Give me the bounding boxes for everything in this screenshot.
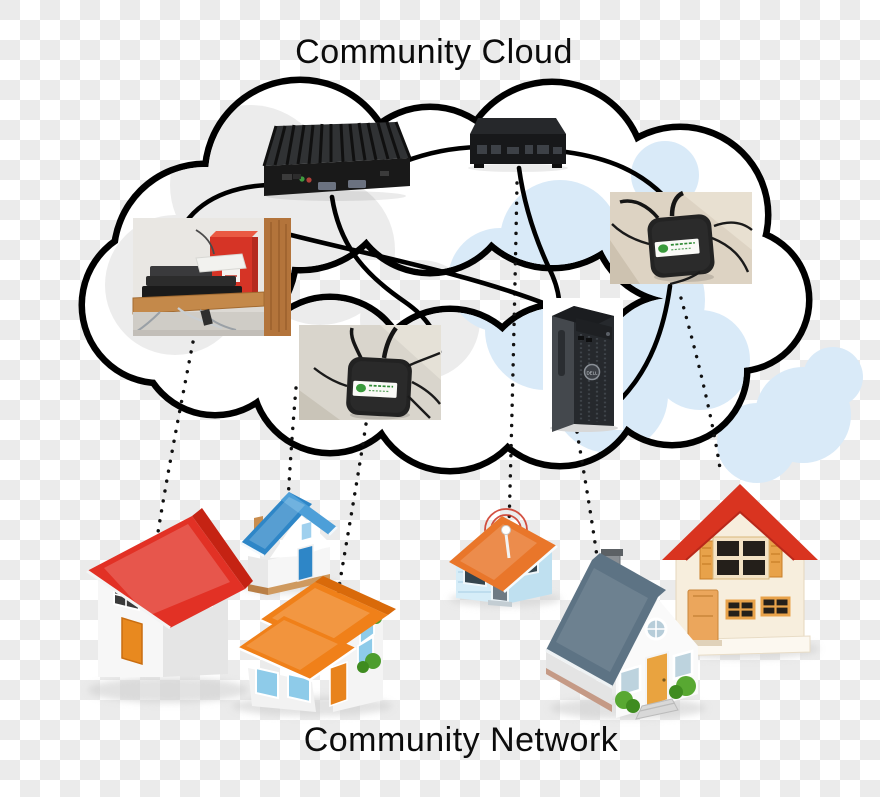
wifi-antenna-house	[449, 508, 561, 607]
antenna-ball	[501, 525, 511, 535]
link-appliance-right-router	[563, 149, 667, 199]
shrub	[365, 653, 381, 669]
sticker	[654, 238, 700, 258]
wireless-router-photo-right	[610, 190, 753, 286]
bush	[626, 699, 640, 713]
door	[121, 616, 143, 666]
community-cloud-title: Community Cloud	[295, 33, 573, 71]
dell-badge	[583, 363, 601, 381]
cables	[313, 351, 441, 419]
antennas	[349, 326, 398, 361]
antenna-pole	[504, 533, 511, 559]
wireless-router-photo-center	[299, 325, 441, 420]
white-router	[195, 253, 247, 273]
link-appliance-tower	[516, 165, 562, 303]
appliance-ports	[477, 145, 562, 154]
red-roof-house	[86, 508, 253, 703]
link-right-router-tower	[619, 283, 673, 401]
green-cloud-logo-icon	[355, 383, 366, 393]
dotted-link-red-gable-house	[679, 296, 723, 477]
window	[672, 649, 694, 681]
small-window	[760, 596, 791, 617]
fanless-mini-pc-icon	[262, 121, 412, 201]
shrub	[357, 661, 369, 673]
front-window	[255, 666, 279, 700]
dotted-link-wifi-house	[507, 181, 519, 527]
front-ports	[282, 171, 389, 190]
desktop-tower-pc-icon: DELL	[543, 298, 623, 432]
orange-roof-house	[232, 576, 396, 716]
door	[329, 660, 348, 708]
gray-roof-house	[545, 549, 706, 720]
dotted-link-red-house	[154, 340, 195, 547]
heatsink-fins	[262, 121, 412, 167]
dell-logo-text: DELL	[587, 371, 599, 376]
big-window	[699, 536, 783, 580]
outer-blue-watermark	[717, 347, 863, 483]
small-window	[725, 599, 756, 620]
community-network-title: Community Network	[303, 721, 619, 759]
network-appliance-icon	[468, 118, 568, 172]
green-cloud-logo-icon	[658, 244, 669, 253]
antennas	[619, 190, 685, 220]
bush	[669, 685, 683, 699]
wooden-shelf	[132, 291, 265, 315]
blue-roof-house	[240, 492, 342, 595]
window	[618, 664, 642, 698]
cables	[611, 221, 753, 286]
gable-window	[300, 520, 313, 542]
shelf-equipment-photo	[132, 218, 291, 336]
dotted-link-gray-house	[575, 430, 605, 606]
door	[297, 544, 314, 582]
link-shelf-tower	[288, 232, 554, 309]
